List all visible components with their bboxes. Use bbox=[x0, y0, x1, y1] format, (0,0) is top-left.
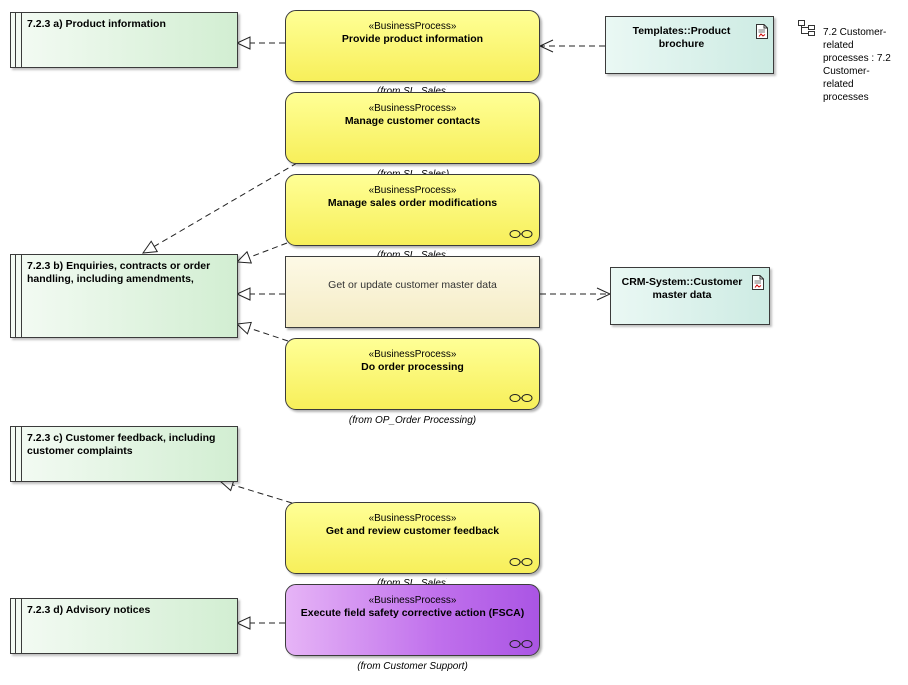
artifact-crm-customer-master-data[interactable]: CRM-System::Customer master data bbox=[610, 267, 770, 325]
realization-contacts-to-req-b bbox=[141, 162, 298, 254]
requirement-label: 7.2.3 b) Enquiries, contracts or order h… bbox=[27, 260, 211, 285]
requirement-7-2-3-b[interactable]: 7.2.3 b) Enquiries, contracts or order h… bbox=[10, 254, 238, 338]
process-name: Get or update customer master data bbox=[328, 279, 497, 291]
process-name: Get and review customer feedback bbox=[325, 525, 500, 537]
composite-link-icon bbox=[509, 230, 533, 238]
requirement-bar bbox=[15, 13, 22, 67]
process-manage-customer-contacts[interactable]: «BusinessProcess» Manage customer contac… bbox=[285, 92, 540, 164]
requirement-7-2-3-d[interactable]: 7.2.3 d) Advisory notices bbox=[10, 598, 238, 654]
composite-link-icon bbox=[509, 394, 533, 402]
from-label-provide-info: (from SL_Sales) bbox=[377, 86, 447, 92]
from-label-manage-sales: (from SL_Sales) bbox=[377, 250, 447, 256]
requirement-label: 7.2.3 d) Advisory notices bbox=[27, 604, 151, 616]
requirement-bar bbox=[15, 255, 22, 337]
artifact-name: Templates::Product brochure bbox=[632, 25, 731, 50]
process-stereotype: «BusinessProcess» bbox=[368, 349, 457, 360]
process-execute-fsca[interactable]: «BusinessProcess» Execute field safety c… bbox=[285, 584, 540, 656]
process-stereotype: «BusinessProcess» bbox=[368, 21, 457, 32]
process-name: Provide product information bbox=[341, 33, 484, 45]
process-stereotype: «BusinessProcess» bbox=[368, 103, 457, 114]
process-name: Manage sales order modifications bbox=[327, 197, 498, 209]
package-reference-label: 7.2 Customer-related processes : 7.2 Cus… bbox=[823, 27, 891, 103]
requirement-label: 7.2.3 a) Product information bbox=[27, 18, 166, 30]
process-do-order-processing[interactable]: «BusinessProcess» Do order processing bbox=[285, 338, 540, 410]
realization-feedback-to-req-c bbox=[218, 478, 293, 504]
requirement-bar bbox=[15, 599, 22, 653]
process-manage-sales-order-modifications[interactable]: «BusinessProcess» Manage sales order mod… bbox=[285, 174, 540, 246]
process-stereotype: «BusinessProcess» bbox=[368, 185, 457, 196]
process-get-update-customer-master-data[interactable]: Get or update customer master data bbox=[285, 256, 540, 328]
artifact-name: CRM-System::Customer master data bbox=[621, 276, 743, 301]
composite-link-icon bbox=[509, 640, 533, 648]
document-icon bbox=[756, 24, 768, 39]
from-label-order-processing: (from OP_Order Processing) bbox=[348, 415, 477, 426]
process-stereotype: «BusinessProcess» bbox=[368, 595, 457, 606]
realization-sales-to-req-b bbox=[235, 242, 288, 264]
process-name: Execute field safety corrective action (… bbox=[300, 607, 525, 619]
from-label-fsca: (from Customer Support) bbox=[357, 661, 468, 672]
composite-link-icon bbox=[509, 558, 533, 566]
process-provide-product-information[interactable]: «BusinessProcess» Provide product inform… bbox=[285, 10, 540, 82]
package-hierarchy-icon bbox=[798, 20, 815, 36]
document-icon bbox=[752, 275, 764, 290]
requirement-7-2-3-c[interactable]: 7.2.3 c) Customer feedback, including cu… bbox=[10, 426, 238, 482]
requirement-label: 7.2.3 c) Customer feedback, including cu… bbox=[27, 432, 216, 457]
process-stereotype: «BusinessProcess» bbox=[368, 513, 457, 524]
process-name: Do order processing bbox=[361, 361, 464, 373]
realization-order-to-req-b bbox=[235, 321, 289, 342]
requirement-bar bbox=[15, 427, 22, 481]
from-label-feedback: (from SL_Sales) bbox=[377, 578, 447, 584]
process-get-review-customer-feedback[interactable]: «BusinessProcess» Get and review custome… bbox=[285, 502, 540, 574]
artifact-product-brochure[interactable]: Templates::Product brochure bbox=[605, 16, 774, 74]
requirement-7-2-3-a[interactable]: 7.2.3 a) Product information bbox=[10, 12, 238, 68]
process-name: Manage customer contacts bbox=[344, 115, 481, 127]
